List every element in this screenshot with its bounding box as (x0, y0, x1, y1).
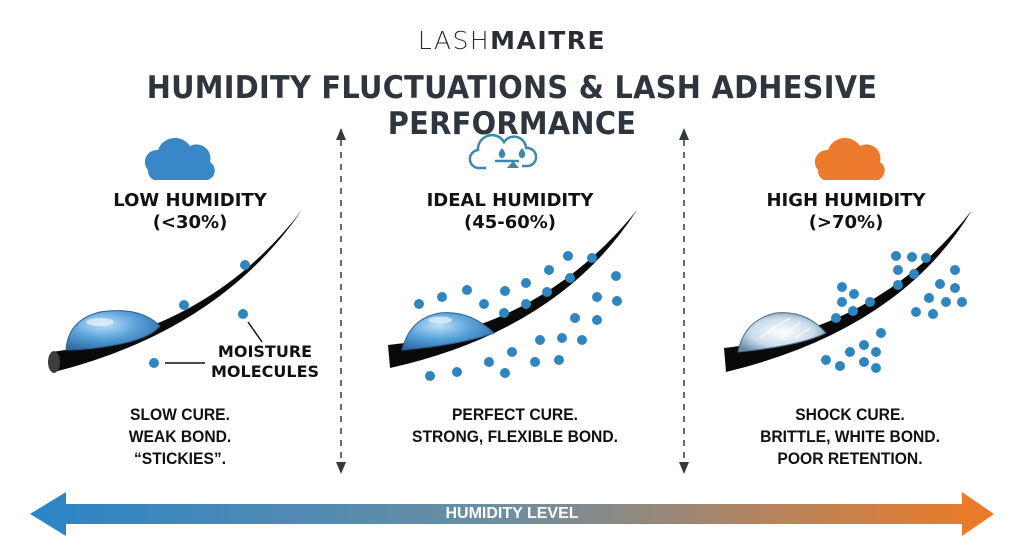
effect-line: POOR RETENTION. (777, 449, 923, 468)
panel-low-title: LOW HUMIDITY (<30%) (60, 190, 320, 234)
effect-line: “STICKIES”. (133, 449, 227, 468)
effect-line: STRONG, FLEXIBLE BOND. (412, 427, 618, 446)
annotation-line1: MOISTURE (217, 342, 313, 361)
annotation-lines (165, 321, 263, 364)
panel-high-effect: SHOCK CURE. BRITTLE, WHITE BOND. POOR RE… (730, 404, 969, 470)
lash-ideal (388, 210, 637, 368)
moisture-molecules-label: MOISTURE MOLECULES (205, 342, 325, 382)
humidity-axis-label: HUMIDITY LEVEL (445, 505, 579, 522)
divider-left (336, 128, 346, 474)
panel-high-title: HIGH HUMIDITY (>70%) (716, 190, 976, 234)
page-title: HUMIDITY FLUCTUATIONS & LASH ADHESIVE PE… (146, 70, 878, 142)
humidity-axis-arrow (30, 492, 994, 536)
effect-line: WEAK BOND. (128, 427, 232, 446)
panel-ideal-title: IDEAL HUMIDITY (45-60%) (380, 190, 640, 234)
divider-right (679, 128, 689, 474)
panel-high-heading: HIGH HUMIDITY (766, 190, 926, 211)
lash-high (724, 210, 972, 372)
moisture-molecules-high (821, 251, 967, 373)
moisture-molecules-low (149, 260, 250, 368)
panel-ideal-effect: PERFECT CURE. STRONG, FLEXIBLE BOND. (400, 404, 630, 448)
panel-high-range: (>70%) (808, 212, 884, 233)
annotation-line2: MOLECULES (210, 362, 320, 381)
lash-low (48, 210, 302, 373)
panel-low-range: (<30%) (152, 212, 228, 233)
cloud-icon-high (814, 137, 885, 180)
cloud-water-balance-icon (468, 133, 538, 170)
panel-ideal-range: (45-60%) (463, 212, 557, 233)
panel-low-heading: LOW HUMIDITY (113, 190, 267, 211)
moisture-molecules-ideal (414, 251, 622, 381)
effect-line: BRITTLE, WHITE BOND. (760, 427, 940, 446)
effect-line: SLOW CURE. (130, 405, 230, 424)
brand-light: LASH (417, 26, 491, 55)
brand-bold: MAITRE (490, 26, 607, 55)
panel-low-effect: SLOW CURE. WEAK BOND. “STICKIES”. (70, 404, 291, 470)
effect-line: PERFECT CURE. (451, 405, 579, 424)
cloud-icon-low (144, 137, 215, 180)
effect-line: SHOCK CURE. (795, 405, 905, 424)
panel-ideal-heading: IDEAL HUMIDITY (426, 190, 594, 211)
brand-logo: LASHMAITRE (0, 26, 1024, 55)
